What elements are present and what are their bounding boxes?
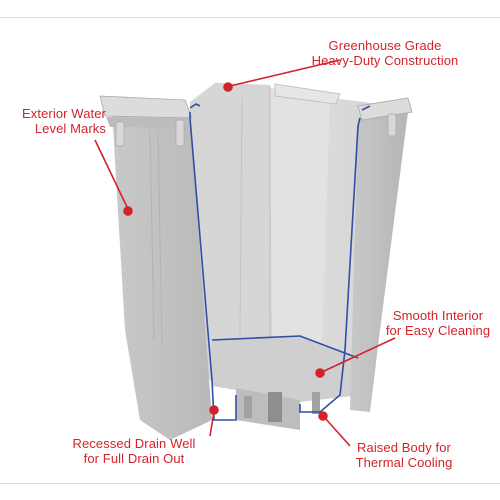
- callout-water-level-marks: Exterior Water Level Marks: [4, 106, 106, 136]
- callout-drain-well-line2: for Full Drain Out: [83, 451, 185, 466]
- callout-raised-body-line2: Thermal Cooling: [355, 455, 453, 470]
- callout-raised-body-line1: Raised Body for: [357, 440, 451, 455]
- callout-smooth-interior-line2: for Easy Cleaning: [385, 323, 491, 338]
- callout-water-level-marks-line2: Level Marks: [34, 121, 106, 136]
- callout-smooth-interior: Smooth Interior for Easy Cleaning: [380, 308, 496, 338]
- pot-inner-walls: [190, 83, 395, 385]
- callout-drain-well: Recessed Drain Well for Full Drain Out: [54, 436, 214, 466]
- callout-drain-well-line1: Recessed Drain Well: [72, 436, 196, 451]
- callout-construction-line1: Greenhouse Grade: [328, 38, 442, 53]
- cutaway-edge: [189, 103, 371, 421]
- callout-water-level-marks-line1: Exterior Water: [22, 106, 106, 121]
- callout-leader-lines: [94, 59, 396, 447]
- bottom-divider: [0, 483, 500, 484]
- pot-interior-floor: [212, 336, 362, 430]
- callout-construction: Greenhouse Grade Heavy-Duty Construction: [300, 38, 470, 68]
- pot-outer-wall: [99, 95, 212, 440]
- pot-outer-right-wall: [350, 97, 413, 412]
- callout-raised-body: Raised Body for Thermal Cooling: [344, 440, 464, 470]
- callout-smooth-interior-line1: Smooth Interior: [392, 308, 484, 323]
- callout-construction-line2: Heavy-Duty Construction: [311, 53, 459, 68]
- top-divider: [0, 17, 500, 18]
